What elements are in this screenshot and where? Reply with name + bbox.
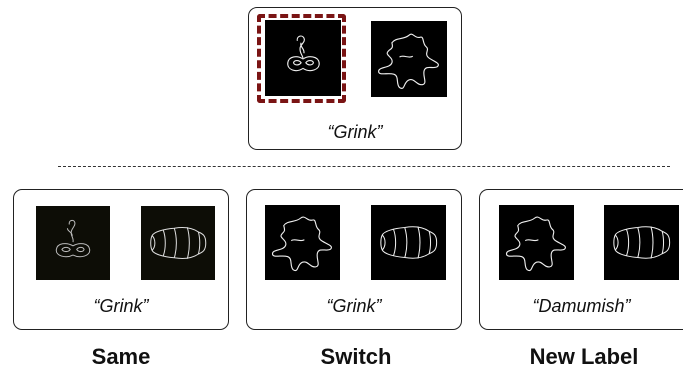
switch-left-object-image[interactable] (265, 205, 340, 280)
section-divider (58, 166, 670, 167)
new-label-left-object-image[interactable] (499, 205, 574, 280)
splat-object-icon (505, 216, 566, 272)
top-trial-card: “Grink” (248, 7, 462, 150)
same-left-object-image[interactable] (36, 206, 110, 280)
vase-object-icon (380, 226, 438, 259)
condition-name-switch: Switch (320, 344, 392, 369)
vase-object-icon (150, 226, 207, 260)
splat-object-icon (378, 33, 439, 89)
condition-name-new-label: New Label (529, 344, 639, 369)
ring-object-icon (55, 219, 91, 258)
same-label: “Grink” (93, 296, 149, 316)
top-trial-label: “Grink” (327, 122, 383, 142)
splat-object-icon (271, 216, 332, 272)
top-left-object-image[interactable] (265, 20, 341, 96)
same-right-object-image[interactable] (141, 206, 215, 280)
condition-card-new-label: “Damumish” (479, 189, 683, 330)
selection-highlight-frame (257, 14, 346, 103)
ring-object-icon (287, 35, 320, 72)
new-label-right-object-image[interactable] (604, 205, 679, 280)
switch-right-object-image[interactable] (371, 205, 446, 280)
top-right-object-image[interactable] (371, 21, 447, 97)
switch-label: “Grink” (326, 296, 382, 316)
vase-object-icon (613, 226, 671, 259)
condition-card-switch: “Grink” (246, 189, 462, 330)
new-label-label: “Damumish” (532, 296, 631, 316)
condition-card-same: “Grink” (13, 189, 229, 330)
condition-name-same: Same (91, 344, 151, 369)
